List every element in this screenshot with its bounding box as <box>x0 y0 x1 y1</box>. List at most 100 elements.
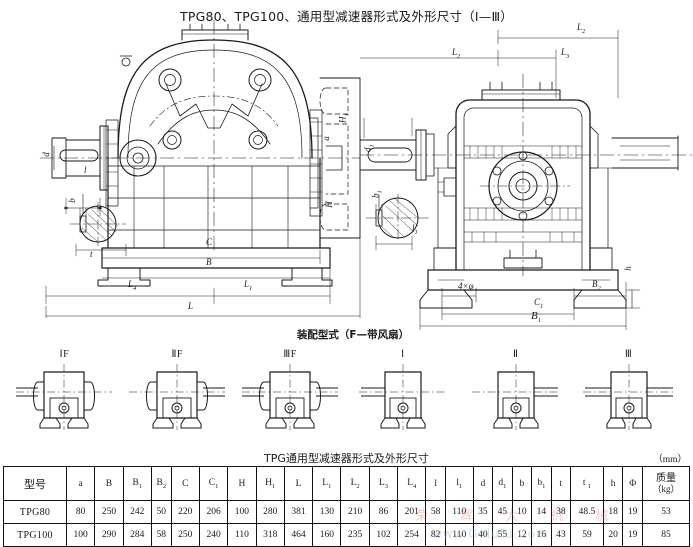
cell-value: 235 <box>340 523 370 547</box>
mounting-variant-3[interactable]: Ⅲ <box>581 348 677 432</box>
dimension-table: 型号 a B B1 B2 C C1 H H1 L L1 L2 L3 L4 l l… <box>3 466 690 547</box>
cell-value: 14 <box>531 500 552 524</box>
dim-label-H1: H1 <box>337 113 351 124</box>
header-col: l1 <box>444 466 474 501</box>
cell-value: 100 <box>227 500 257 524</box>
dim-label-H: H <box>323 201 334 208</box>
cell-value: 160 <box>312 523 342 547</box>
assembly-type-caption: 装配型式（F—带风扇） <box>296 329 410 341</box>
left-technical-drawing <box>30 18 370 318</box>
dim-label-L1: L1 <box>244 279 253 292</box>
cell-value: 38 <box>550 500 572 524</box>
cell-value: 86 <box>368 500 399 524</box>
cell-value: 284 <box>122 523 152 547</box>
dim-label-h: h <box>622 266 633 271</box>
cell-value: 19 <box>622 500 643 524</box>
header-col: h <box>602 466 624 501</box>
header-col: L <box>283 466 314 501</box>
dim-label-B: B <box>206 257 212 267</box>
mounting-variant-1F[interactable]: ⅠF <box>16 348 113 432</box>
cell-value: 280 <box>255 500 285 524</box>
cell-value: 250 <box>94 500 124 524</box>
cell-value: 35 <box>472 500 494 524</box>
variant-label: Ⅰ <box>401 349 405 360</box>
cell-value: 48.5 <box>570 500 604 524</box>
cell-value: 80 <box>65 500 96 524</box>
right-technical-drawing <box>360 18 693 330</box>
table-row: TPG80 80 250 242 50 220 206 100 280 381 … <box>3 500 690 524</box>
dim-label-C1: C1 <box>534 297 544 310</box>
dim-label-L2-left: L2 <box>452 47 461 60</box>
page-title: TPG80、TPG100、通用型减速器形式及外形尺寸（Ⅰ—Ⅲ） <box>180 9 513 24</box>
cell-value: 16 <box>531 523 552 547</box>
cell-value: 318 <box>255 523 285 547</box>
dim-label-L4: L4 <box>128 279 137 292</box>
cell-value: 58 <box>150 523 172 547</box>
header-col: b <box>511 466 533 501</box>
cell-value: 19 <box>622 523 643 547</box>
header-col: l <box>425 466 446 501</box>
header-col: C1 <box>198 466 229 501</box>
cell-value: 10 <box>511 500 533 524</box>
cell-value: 201 <box>397 500 427 524</box>
mounting-variant-3F[interactable]: ⅢF <box>242 348 339 432</box>
dim-label-b: b <box>66 198 77 203</box>
cell-value: 254 <box>397 523 427 547</box>
cell-mass: 85 <box>642 523 690 547</box>
header-col: B <box>94 466 124 501</box>
dim-label-l: l <box>84 165 87 175</box>
header-col: d1 <box>492 466 513 501</box>
cell-value: 110 <box>227 523 257 547</box>
cell-value: 43 <box>550 523 572 547</box>
mounting-variant-1[interactable]: Ⅰ <box>355 348 451 432</box>
cell-value: 381 <box>283 500 314 524</box>
dim-label-C: C <box>206 237 213 247</box>
cell-value: 110 <box>444 523 474 547</box>
cell-model: TPG80 <box>3 500 67 524</box>
cell-value: 55 <box>492 523 513 547</box>
cell-value: 59 <box>570 523 604 547</box>
table-header-row: 型号 a B B1 B2 C C1 H H1 L L1 L2 L3 L4 l l… <box>3 466 690 501</box>
dim-label-d: d <box>40 152 51 157</box>
cell-value: 20 <box>602 523 624 547</box>
header-col: Φ <box>622 466 643 501</box>
cell-value: 102 <box>368 523 399 547</box>
cell-value: 206 <box>198 500 229 524</box>
variant-label: Ⅲ <box>624 349 633 360</box>
cell-value: 18 <box>602 500 624 524</box>
dim-label-L: L <box>188 301 194 311</box>
header-col: L3 <box>368 466 399 501</box>
header-col: B2 <box>150 466 172 501</box>
cell-value: 110 <box>444 500 474 524</box>
variant-label: ⅡF <box>171 349 183 360</box>
cell-value: 240 <box>198 523 229 547</box>
cell-value: 464 <box>283 523 314 547</box>
header-col: C <box>170 466 200 501</box>
cell-mass: 53 <box>642 500 690 524</box>
cell-value: 40 <box>472 523 494 547</box>
cell-value: 12 <box>511 523 533 547</box>
mounting-variants-row: ⅠF ⅡF <box>0 348 693 436</box>
mounting-variant-2F[interactable]: ⅡF <box>129 348 226 432</box>
header-col: t <box>550 466 572 501</box>
header-mass: 质量 （kg） <box>642 466 690 501</box>
cell-value: 290 <box>94 523 124 547</box>
cell-value: 242 <box>122 500 152 524</box>
header-col: d <box>472 466 494 501</box>
cell-value: 210 <box>340 500 370 524</box>
header-model: 型号 <box>3 466 67 501</box>
header-col: b1 <box>531 466 552 501</box>
cell-value: 250 <box>170 523 200 547</box>
header-col: t 1 <box>570 466 604 501</box>
dim-label-t: t <box>90 249 93 259</box>
cell-value: 45 <box>492 500 513 524</box>
cell-value: 100 <box>65 523 96 547</box>
table-row: TPG100 100 290 284 58 250 240 110 318 46… <box>3 523 690 547</box>
dim-label-d1: d1 <box>362 144 376 153</box>
header-col: B1 <box>122 466 152 501</box>
cell-value: 130 <box>312 500 342 524</box>
table-caption: TPG通用型减速器形式及外形尺寸 <box>264 452 429 465</box>
header-col: H <box>227 466 257 501</box>
mounting-variant-2[interactable]: Ⅱ <box>468 348 564 432</box>
header-col: L1 <box>312 466 342 501</box>
